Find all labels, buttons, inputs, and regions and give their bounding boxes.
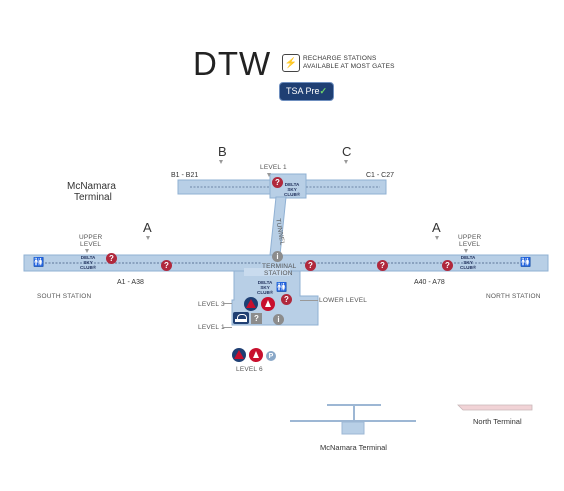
- ticketing-icon: [233, 312, 249, 324]
- lower-level-leader: [300, 300, 318, 301]
- help-icon-a-right-1[interactable]: ?: [305, 260, 316, 271]
- delta-logo-icon: [244, 297, 258, 311]
- delta-sky-club-bc[interactable]: DELTA SKY CLUB®: [284, 182, 300, 197]
- help-icon-a-right-2[interactable]: ?: [377, 260, 388, 271]
- level-3-label: LEVEL 3: [198, 301, 225, 308]
- recharge-text-line1: RECHARGE STATIONS: [303, 55, 377, 62]
- upper-level-left-line2: LEVEL: [80, 241, 102, 248]
- level-1-bottom-leader: [223, 327, 232, 328]
- terminal-name-line1: McNamara: [67, 181, 116, 192]
- overview-mcnamara-hub: [341, 421, 365, 435]
- central-terminal: [231, 270, 319, 326]
- upper-level-right-line1: UPPER: [458, 234, 482, 241]
- concourse-a-right-letter: A: [432, 220, 441, 235]
- delta-sky-club-a-left[interactable]: DELTA SKY CLUB®: [80, 255, 96, 270]
- gate-range-c: C1 - C27: [366, 172, 395, 179]
- upper-level-left-line1: UPPER: [79, 234, 103, 241]
- concourse-a-left-letter: A: [143, 220, 152, 235]
- level-6-label: LEVEL 6: [236, 366, 263, 373]
- club-text-sky: SKY: [287, 187, 297, 192]
- south-station-label: SOUTH STATION: [37, 293, 92, 300]
- concourse-a-left-marker: [146, 236, 150, 240]
- club-text-club: CLUB®: [284, 192, 301, 197]
- level-3-leader: [223, 303, 232, 304]
- help-icon-bc[interactable]: ?: [272, 177, 283, 188]
- club-text-sky: SKY: [83, 260, 93, 265]
- help-icon-a-left-1[interactable]: ?: [106, 253, 117, 264]
- delta-logo-icon-level6-red: [249, 348, 263, 362]
- concourse-b-marker: [219, 160, 223, 164]
- overview-north-label: North Terminal: [473, 417, 522, 426]
- club-text-club: CLUB®: [460, 265, 477, 270]
- north-station-label: NORTH STATION: [486, 293, 541, 300]
- club-text-club: CLUB®: [257, 290, 274, 295]
- overview-mcnamara-label: McNamara Terminal: [320, 443, 387, 452]
- concourse-c-marker: [344, 160, 348, 164]
- overview-north-map: [457, 404, 533, 411]
- level-1-bottom-label: LEVEL 1: [198, 324, 225, 331]
- lower-level-label: LOWER LEVEL: [319, 297, 368, 304]
- delta-sky-club-a-right[interactable]: DELTA SKY CLUB®: [460, 255, 476, 270]
- delta-sky-club-terminal[interactable]: DELTA SKY CLUB®: [257, 280, 273, 295]
- delta-logo-icon-red: [261, 297, 275, 311]
- terminal-station-line1: TERMINAL: [262, 263, 297, 270]
- restroom-icon-south: 🚻: [33, 257, 45, 267]
- concourse-a-right-marker: [435, 236, 439, 240]
- club-text-club: CLUB®: [80, 265, 97, 270]
- club-text-sky: SKY: [260, 285, 270, 290]
- concourse-c-letter: C: [342, 144, 352, 159]
- concourse-b-letter: B: [218, 144, 227, 159]
- tsa-precheck-badge: TSA Pre✓: [279, 82, 335, 101]
- club-text-delta: DELTA: [80, 255, 96, 260]
- club-text-sky: SKY: [463, 260, 473, 265]
- club-text-delta: DELTA: [257, 280, 273, 285]
- upper-level-right-line2: LEVEL: [459, 241, 481, 248]
- club-text-delta: DELTA: [460, 255, 476, 260]
- terminal-station-pad: [244, 268, 290, 276]
- restroom-icon-terminal: 🚻: [276, 282, 288, 292]
- page-title: DTW: [193, 45, 272, 82]
- club-text-delta: DELTA: [284, 182, 300, 187]
- checkmark-icon: ✓: [319, 86, 328, 96]
- help-desk-icon[interactable]: ?: [251, 313, 262, 324]
- info-icon-terminal-station[interactable]: i: [272, 251, 283, 262]
- parking-icon[interactable]: P: [266, 351, 276, 361]
- upper-level-left-marker: [85, 249, 89, 253]
- help-icon-a-left-2[interactable]: ?: [161, 260, 172, 271]
- tsa-label: TSA Pre: [286, 86, 320, 96]
- terminal-name-line2: Terminal: [74, 192, 112, 203]
- delta-logo-icon-level6: [232, 348, 246, 362]
- recharge-text-line2: AVAILABLE AT MOST GATES: [303, 63, 395, 70]
- upper-level-right-marker: [464, 249, 468, 253]
- overview-mcnamara-map: [290, 404, 416, 422]
- level-1-top-marker: [267, 173, 271, 177]
- restroom-icon-north: 🚻: [520, 257, 532, 267]
- gate-range-b: B1 - B21: [171, 172, 199, 179]
- help-icon-lower-level[interactable]: ?: [281, 294, 292, 305]
- level-1-top-label: LEVEL 1: [260, 164, 287, 171]
- info-icon-level-1[interactable]: i: [273, 314, 284, 325]
- gate-range-a-right: A40 - A78: [414, 279, 445, 286]
- terminal-station-line2: STATION: [264, 270, 293, 277]
- help-icon-a-right-3[interactable]: ?: [442, 260, 453, 271]
- lightning-icon: ⚡: [282, 54, 300, 72]
- gate-range-a-left: A1 - A38: [117, 279, 144, 286]
